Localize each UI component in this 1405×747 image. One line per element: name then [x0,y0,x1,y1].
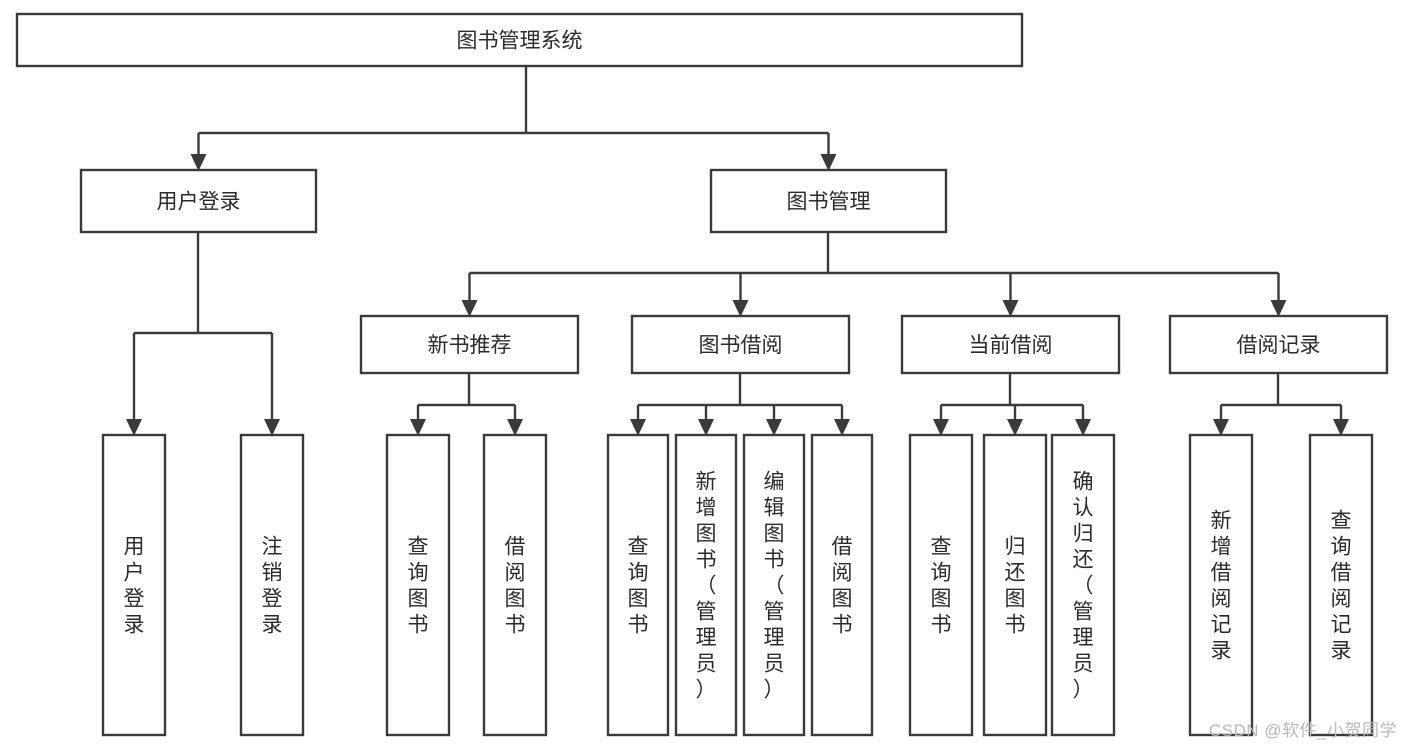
node-label-book-manage: 图书管理 [787,191,871,214]
arrow-head-icon [1075,419,1091,436]
node-book-manage[interactable]: 图书管理 [709,168,948,234]
node-book-borrow[interactable]: 图书借阅 [630,314,851,375]
node-leaf-br-add[interactable]: 新增借阅记录 [1188,433,1254,737]
node-label-root: 图书管理系统 [457,30,583,53]
arrow-head-icon [933,419,949,436]
node-box-leaf-user-login[interactable] [101,433,167,737]
node-box-borrow-record[interactable] [1168,314,1389,375]
node-label-leaf-rec-query: 查询图书 [408,535,429,636]
arrow-head-icon [461,300,478,317]
node-box-book-borrow[interactable] [630,314,851,375]
node-leaf-cb-return[interactable]: 归还图书 [982,433,1048,737]
connector-group-current-borrow [933,373,1091,436]
node-box-leaf-cb-return[interactable] [982,433,1048,737]
node-label-leaf-rec-borrow: 借阅图书 [505,535,526,636]
node-leaf-bb-borrow[interactable]: 借阅图书 [810,433,874,737]
node-box-leaf-bb-query[interactable] [606,433,670,737]
connector-group-root [190,66,837,171]
node-leaf-logout[interactable]: 注销登录 [239,433,305,737]
arrow-head-icon [190,154,207,171]
node-user-login[interactable]: 用户登录 [79,168,318,234]
node-box-user-login[interactable] [79,168,318,234]
node-box-leaf-cb-confirm[interactable] [1050,433,1116,737]
connector-layer [126,66,1349,436]
node-current-borrow[interactable]: 当前借阅 [900,314,1121,375]
node-box-leaf-bb-edit[interactable] [742,433,806,737]
arrow-head-icon [126,419,142,436]
connector-group-new-book-rec [410,373,523,436]
node-label-leaf-br-query: 查询借阅记录 [1331,509,1352,662]
node-label-new-book-rec: 新书推荐 [428,334,512,357]
arrow-head-icon [410,419,426,436]
node-label-leaf-bb-edit: 编辑图书（管理员） [764,470,785,701]
node-label-current-borrow: 当前借阅 [969,334,1053,357]
node-box-new-book-rec[interactable] [359,314,580,375]
node-leaf-cb-confirm[interactable]: 确认归还（管理员） [1050,433,1116,737]
node-label-leaf-bb-query: 查询图书 [628,535,649,636]
node-leaf-rec-borrow[interactable]: 借阅图书 [482,433,548,737]
node-box-leaf-br-add[interactable] [1188,433,1254,737]
connector-group-book-manage [461,232,1287,317]
node-label-leaf-cb-confirm: 确认归还（管理员） [1073,470,1094,701]
arrow-head-icon [630,419,646,436]
node-box-leaf-logout[interactable] [239,433,305,737]
node-label-leaf-bb-borrow: 借阅图书 [832,535,853,636]
node-label-user-login: 用户登录 [157,191,241,214]
arrow-head-icon [766,419,782,436]
connector-group-borrow-record [1213,373,1349,436]
arrow-head-icon [820,154,837,171]
arrow-head-icon [732,300,749,317]
node-leaf-bb-add[interactable]: 新增图书（管理员） [674,433,738,737]
arrow-head-icon [1007,419,1023,436]
arrow-head-icon [1002,300,1019,317]
arrow-head-icon [507,419,523,436]
node-label-book-borrow: 图书借阅 [699,334,783,357]
node-leaf-bb-query[interactable]: 查询图书 [606,433,670,737]
node-leaf-br-query[interactable]: 查询借阅记录 [1308,433,1374,737]
node-leaf-rec-query[interactable]: 查询图书 [385,433,451,737]
arrow-head-icon [834,419,850,436]
node-box-leaf-bb-add[interactable] [674,433,738,737]
node-root[interactable]: 图书管理系统 [15,12,1024,68]
node-box-leaf-bb-borrow[interactable] [810,433,874,737]
arrow-head-icon [698,419,714,436]
node-layer: 图书管理系统用户登录图书管理新书推荐图书借阅当前借阅借阅记录用户登录注销登录查询… [15,12,1389,737]
node-box-leaf-rec-borrow[interactable] [482,433,548,737]
arrow-head-icon [1333,419,1349,436]
connector-group-user-login [126,232,280,436]
node-box-root[interactable] [15,12,1024,68]
node-box-current-borrow[interactable] [900,314,1121,375]
node-label-borrow-record: 借阅记录 [1237,334,1321,357]
arrow-head-icon [1213,419,1229,436]
node-leaf-user-login[interactable]: 用户登录 [101,433,167,737]
arrow-head-icon [1270,300,1287,317]
node-leaf-cb-query[interactable]: 查询图书 [908,433,974,737]
node-new-book-rec[interactable]: 新书推荐 [359,314,580,375]
csdn-watermark: CSDN @软件_小贺同学 [1208,721,1397,740]
node-label-leaf-cb-query: 查询图书 [931,535,952,636]
node-label-leaf-br-add: 新增借阅记录 [1211,509,1232,662]
node-label-leaf-cb-return: 归还图书 [1005,535,1026,636]
arrow-head-icon [264,419,280,436]
node-box-leaf-br-query[interactable] [1308,433,1374,737]
node-label-leaf-bb-add: 新增图书（管理员） [696,470,717,701]
node-box-book-manage[interactable] [709,168,948,234]
node-borrow-record[interactable]: 借阅记录 [1168,314,1389,375]
node-box-leaf-cb-query[interactable] [908,433,974,737]
node-leaf-bb-edit[interactable]: 编辑图书（管理员） [742,433,806,737]
node-box-leaf-rec-query[interactable] [385,433,451,737]
node-label-leaf-logout: 注销登录 [262,535,283,636]
node-label-leaf-user-login: 用户登录 [124,535,145,636]
connector-group-book-borrow [630,373,850,436]
